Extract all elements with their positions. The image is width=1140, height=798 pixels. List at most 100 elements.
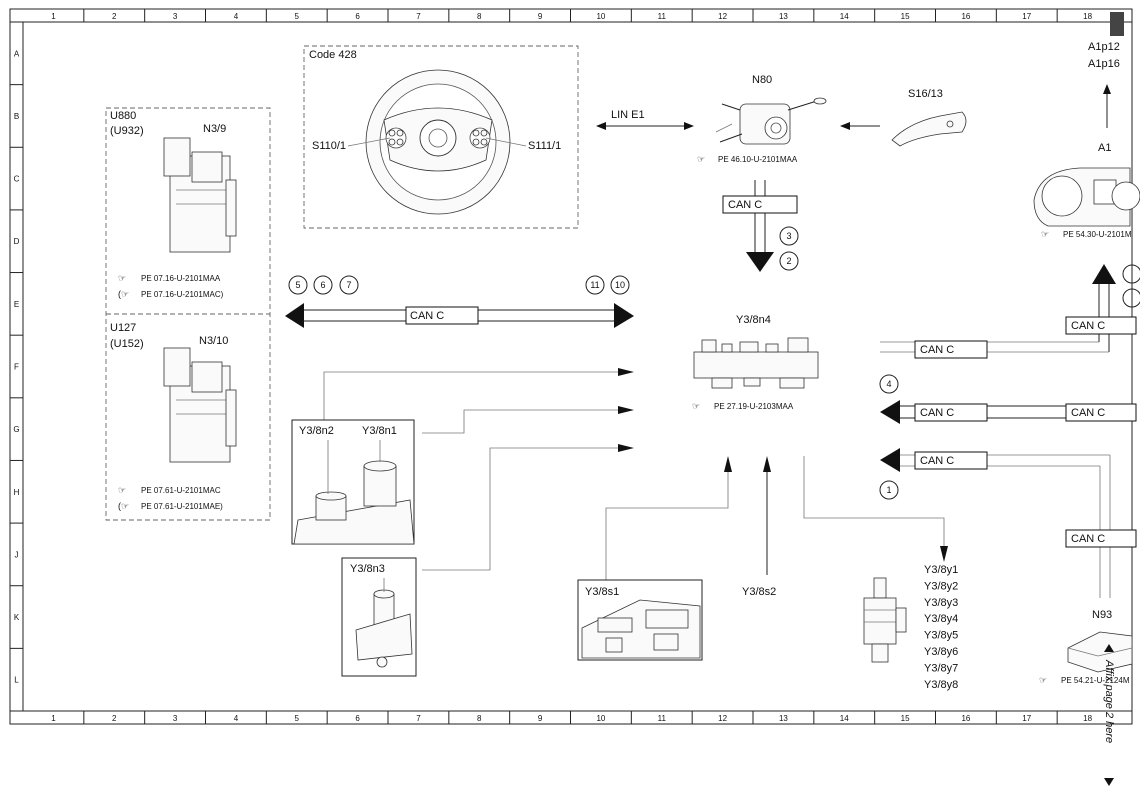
grid-column-label: 4 (234, 12, 239, 21)
svg-text:7: 7 (346, 280, 351, 290)
steering-column-module-icon (715, 97, 827, 145)
y3-8n2-signal-line (323, 371, 620, 420)
grid-column-label: 8 (477, 714, 482, 723)
pointer-hand-icon: (☞ (118, 501, 129, 511)
ref-pe-46-10: PE 46.10-U-2101MAA (718, 155, 798, 164)
lin-e1-arrow-left (596, 122, 606, 130)
can-c-box-a1-branch (914, 340, 988, 359)
pointer-hand-icon: ☞ (1039, 675, 1047, 685)
grid-column-label: 1 (51, 12, 56, 21)
y3-8s1-label: Y3/8s1 (585, 586, 619, 598)
y3-8s1-signal-line (605, 470, 729, 580)
grid-column-label: 2 (112, 714, 117, 723)
pointer-hand-icon: (☞ (118, 289, 129, 299)
s16-13-label: S16/13 (908, 88, 943, 100)
y3-8y-label: Y3/8y5 (924, 630, 958, 642)
grid-column-label: 7 (416, 12, 421, 21)
grid-row-label: J (15, 550, 19, 559)
pointer-hand-icon: ☞ (118, 273, 126, 283)
grid-row-label: E (14, 300, 19, 309)
y3-8y-label: Y3/8y6 (924, 646, 958, 658)
svg-text:1: 1 (886, 485, 891, 495)
grid-column-label: 8 (477, 12, 482, 21)
grid-column-label: 12 (718, 714, 727, 723)
svg-text:2: 2 (786, 256, 791, 266)
grid-column-label: 10 (596, 12, 605, 21)
affix-page-arrow-bottom (1104, 778, 1114, 786)
ref-pe-07-61-b: PE 07.61-U-2101MAE) (141, 502, 223, 511)
grid-column-label: 15 (901, 714, 910, 723)
y3-8n4-circuit-board-icon (693, 337, 819, 389)
y3-8n3-signal-arrow (618, 444, 634, 452)
lin-e1-arrow-right (684, 122, 694, 130)
grid-column-label: 14 (840, 12, 849, 21)
callout-2: 2 (779, 251, 799, 271)
a1p12-label: A1p12 (1088, 41, 1120, 53)
n3-9-control-unit-icon (163, 137, 237, 253)
solenoid-valve-icon (863, 577, 907, 663)
y3-8n3-panel (341, 557, 417, 677)
grid-row-label: H (14, 488, 20, 497)
ref-pe-07-16-b: PE 07.16-U-2101MAC) (141, 290, 224, 299)
grid-column-label: 11 (658, 714, 667, 723)
grid-column-label: 11 (658, 12, 667, 21)
u127-label: U127 (110, 322, 136, 334)
svg-text:11: 11 (590, 280, 599, 290)
y3-8y-solenoid-list: Y3/8y1Y3/8y2Y3/8y3Y3/8y4Y3/8y5Y3/8y6Y3/8… (924, 564, 958, 691)
can-c-box-right-b (1065, 403, 1137, 422)
n80-label: N80 (752, 74, 772, 86)
a1p-up-arrow (1103, 84, 1111, 94)
grid-column-label: 5 (295, 12, 300, 21)
can-c-label-a1-branch: CAN C (920, 344, 954, 356)
affix-page-arrow-top (1104, 644, 1114, 652)
grid-row-label: D (14, 237, 20, 246)
y3-8y-label: Y3/8y4 (924, 613, 958, 625)
grid-row-label: B (14, 112, 19, 121)
y3-8s2-label: Y3/8s2 (742, 586, 776, 598)
y3-8n3-label: Y3/8n3 (350, 563, 385, 575)
y3-8n1-signal-arrow (618, 406, 634, 414)
y3-8n3-signal-line (422, 447, 620, 571)
grid-column-label: 16 (961, 12, 970, 21)
pointer-hand-icon: ☞ (692, 401, 700, 411)
grid-column-label: 1 (51, 714, 56, 723)
grid-row-label: A (14, 49, 20, 58)
u932-label: (U932) (110, 125, 144, 137)
grid-column-label: 3 (173, 12, 178, 21)
y3-8y-label: Y3/8y1 (924, 564, 958, 576)
callout-10: 10 (610, 275, 630, 295)
a1-label: A1 (1098, 142, 1111, 154)
y3-8s1-panel (577, 579, 703, 661)
grid-column-label: 14 (840, 714, 849, 723)
can-c-box-right-a (914, 403, 988, 422)
s110-1-label: S110/1 (312, 140, 346, 152)
grid-column-label: 13 (779, 714, 788, 723)
can-c-label-a1-stub: CAN C (1071, 320, 1105, 332)
grid-column-label: 18 (1083, 12, 1092, 21)
y3-8n3-sensor-icon (355, 578, 413, 668)
callout-7: 7 (339, 275, 359, 295)
can-c-label-n93: CAN C (1071, 533, 1105, 545)
grid-row-label: K (14, 613, 20, 622)
grid-column-label: 16 (961, 714, 970, 723)
affix-page-note: Affix page 2 here (1103, 659, 1115, 743)
s110-1-leader (347, 137, 391, 147)
grid-column-label: 15 (901, 12, 910, 21)
y3-8s2-signal-arrow (763, 456, 771, 472)
svg-text:4: 4 (886, 379, 891, 389)
can-c-label-right-a: CAN C (920, 407, 954, 419)
a1-up-arrow (1092, 264, 1116, 284)
grid-column-label: 17 (1022, 12, 1031, 21)
grid-column-label: 6 (355, 714, 360, 723)
can-c-bus-arrow-left (285, 303, 304, 328)
can-c-box-n93-branch (914, 451, 988, 470)
grid-row-label: F (14, 363, 19, 372)
callout-6: 6 (313, 275, 333, 295)
n80-down-arrow (746, 252, 774, 272)
grid-column-label: 2 (112, 12, 117, 21)
n93-label: N93 (1092, 609, 1112, 621)
n93-module-icon (1067, 631, 1133, 673)
